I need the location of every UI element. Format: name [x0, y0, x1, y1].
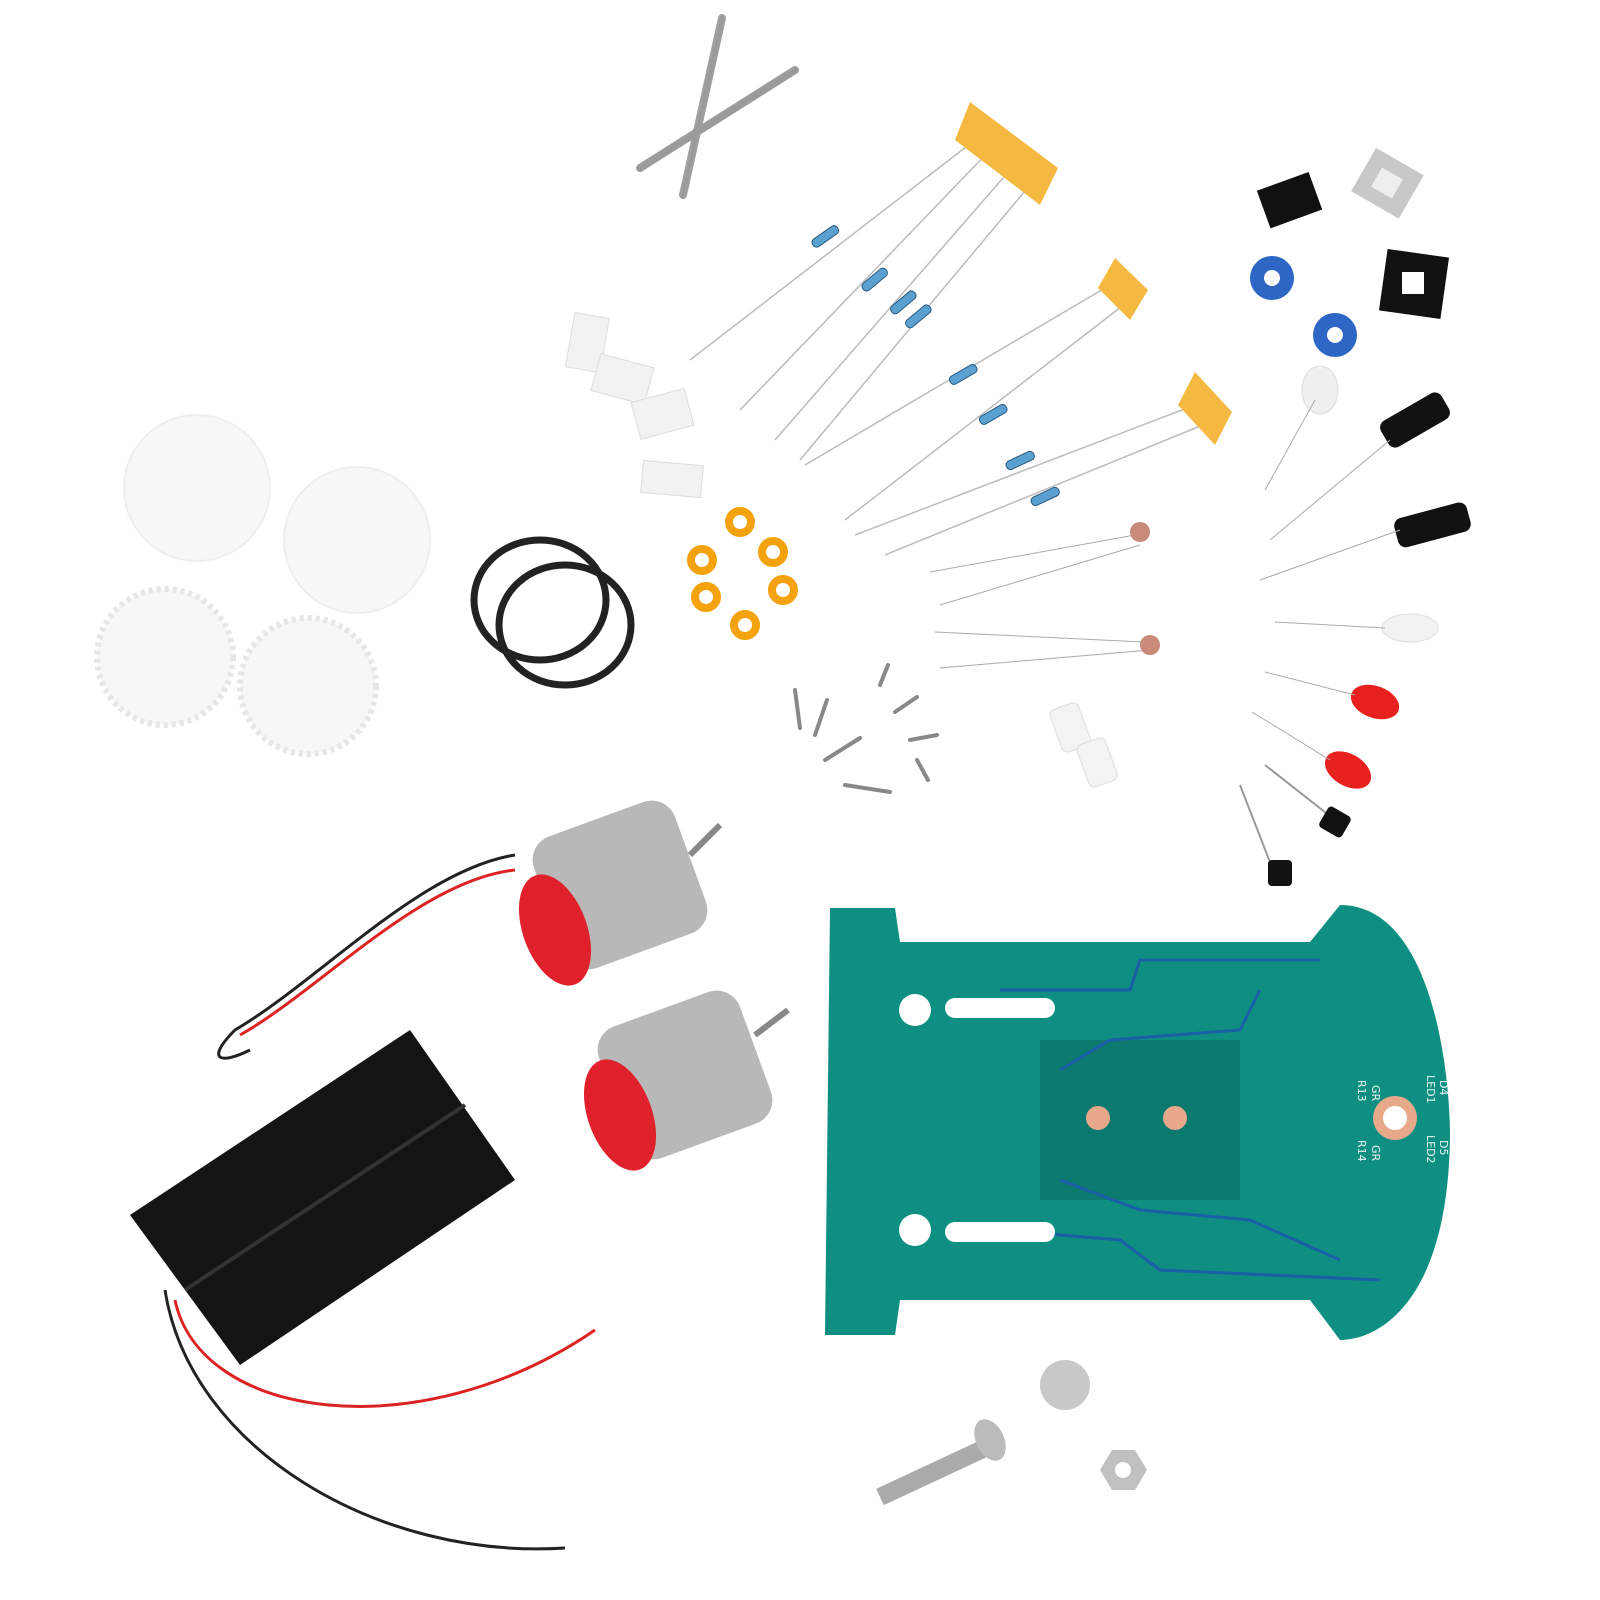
ic-socket	[1378, 248, 1450, 320]
capacitors	[1259, 392, 1471, 581]
ic-chip	[1256, 171, 1323, 229]
pcb-label-gr1: GR	[1369, 1085, 1382, 1102]
battery-holder	[130, 1030, 596, 1551]
hex-nut	[1100, 1450, 1147, 1490]
ic-socket-square	[1351, 147, 1424, 219]
dc-motor-top	[518, 800, 723, 986]
o-rings	[470, 536, 635, 689]
resistor-strip	[689, 139, 1216, 556]
wheels	[94, 414, 431, 757]
pcb-label-r14: R14	[1355, 1140, 1368, 1162]
tape-pieces	[955, 102, 1232, 445]
white-couplers	[564, 311, 704, 499]
leds	[1251, 365, 1439, 789]
pcb-board: GR R13 D4 LED1 GR R14 D5 LED2	[825, 905, 1450, 1340]
photoresistors	[929, 522, 1160, 669]
pcb-label-d5: D5	[1437, 1140, 1450, 1155]
cap-nut	[1040, 1360, 1090, 1410]
dc-motor-bottom	[583, 990, 790, 1171]
transistors	[1239, 764, 1351, 886]
potentiometers	[1250, 256, 1357, 357]
pcb-label-r13: R13	[1355, 1080, 1368, 1102]
washers	[687, 507, 798, 640]
resistors	[811, 225, 1060, 507]
worm-gears	[1049, 702, 1118, 788]
metal-axles	[636, 14, 799, 199]
pcb-label-d4: D4	[1437, 1080, 1450, 1095]
motor-wires	[217, 853, 516, 1060]
screws	[793, 663, 939, 794]
bolt	[876, 1419, 1006, 1506]
pcb-label-led1: LED1	[1424, 1075, 1437, 1104]
pcb-label-gr2: GR	[1369, 1145, 1382, 1162]
pcb-label-led2: LED2	[1424, 1135, 1437, 1164]
